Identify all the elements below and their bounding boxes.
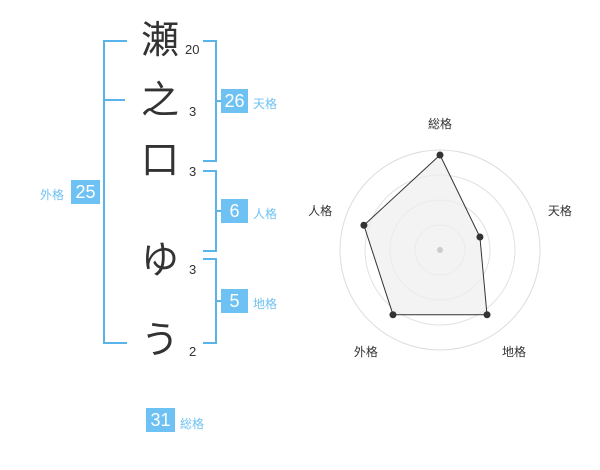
soukaku-label: 総格 [180, 417, 205, 431]
name-char-1: 瀬 [140, 18, 179, 62]
radar-axis-label-2: 地格 [502, 344, 526, 359]
radar-point-3 [389, 311, 397, 319]
tenkaku-connector [215, 100, 223, 102]
chikaku-score: 5 [221, 289, 248, 313]
stroke-count-4: 3 [189, 262, 197, 277]
name-char-2: 之 [140, 78, 179, 122]
jinkaku-score: 6 [221, 199, 248, 223]
gaikaku-label: 外格 [40, 188, 65, 202]
radar-point-0 [436, 151, 444, 159]
soukaku-score: 31 [146, 408, 175, 432]
tenkaku-score: 26 [221, 89, 248, 113]
radar-axis-label-1: 天格 [548, 203, 572, 218]
name-char-4: ゆ [140, 238, 179, 282]
radar-points [360, 151, 491, 319]
gaikaku-bracket [103, 40, 127, 344]
gaikaku-score: 25 [71, 180, 100, 204]
stroke-count-2: 3 [189, 104, 197, 119]
jinkaku-label: 人格 [253, 207, 278, 221]
chikaku-connector [215, 300, 223, 302]
radar-series-polygon [363, 154, 488, 316]
name-char-5: う [140, 318, 179, 362]
name-char-3: 口 [140, 138, 179, 182]
radar-axis-label-3: 外格 [354, 344, 378, 359]
tenkaku-label: 天格 [253, 97, 278, 111]
stroke-count-1: 20 [185, 42, 200, 57]
radar-point-4 [360, 221, 368, 229]
stroke-count-5: 2 [189, 344, 197, 359]
jinkaku-connector [215, 210, 223, 212]
stroke-count-3: 3 [189, 164, 197, 179]
radar-center-dot [437, 247, 443, 253]
gaikaku-bracket-divider [103, 99, 125, 101]
chikaku-label: 地格 [253, 297, 278, 311]
radar-point-2 [483, 311, 491, 319]
radar-axis-label-4: 人格 [308, 203, 332, 218]
radar-point-1 [476, 233, 484, 241]
radar-axis-label-0: 総格 [428, 116, 452, 131]
